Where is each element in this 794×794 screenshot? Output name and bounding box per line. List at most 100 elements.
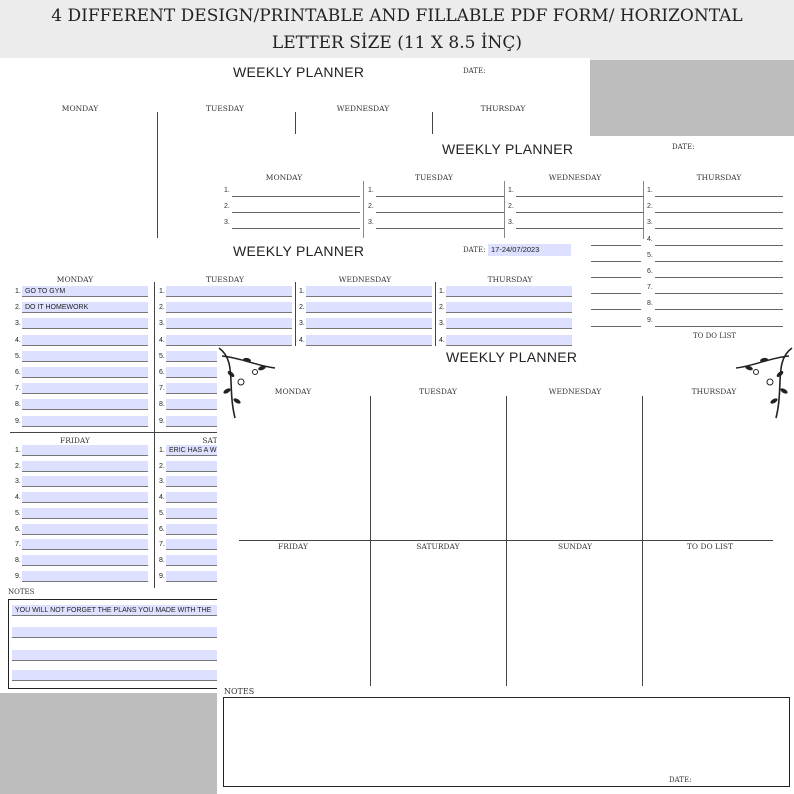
sheet3-entry-field[interactable] [22,492,148,504]
sheet3-entry-field[interactable] [22,523,148,535]
sheet3-entry-field[interactable] [306,302,432,314]
sheet2-row-number: 6. [647,268,653,275]
sheet4-todo-label: TO DO LIST [686,542,734,551]
sheet3-entry-field[interactable] [166,302,292,314]
sheet3-entry-field[interactable] [306,334,432,346]
sheet3-row-number: 9. [15,572,21,580]
sheet4-date-label: DATE: [669,776,692,784]
sheet3-row-number: 1. [15,288,21,295]
sheet3-notes-line[interactable] [12,650,217,661]
sheet2-row-line[interactable] [591,277,641,278]
sheet3-row-number: 6. [159,525,165,533]
sheet1-date-label: DATE: [463,67,486,75]
sheet2-row-line[interactable] [232,212,360,214]
sheet2-row-line[interactable] [591,309,641,311]
sheet3-entry-field[interactable] [22,415,148,427]
sheet3-entry-field[interactable] [446,286,572,297]
sheet2-row-line[interactable] [655,196,783,197]
sheet3-row-number: 9. [159,572,165,580]
sheet2-row-line[interactable] [516,196,644,197]
sheet3-row-number: 3. [439,320,445,328]
sheet3-entry-field[interactable] [22,507,148,519]
sheet3-row-number: 3. [159,320,165,328]
sheet2-row-line[interactable] [376,212,504,214]
sheet3-notes-line[interactable] [12,627,217,638]
sheet3-title: WEEKLY PLANNER [233,243,365,259]
sheet2-row-number: 9. [647,316,653,324]
sheet3-entry-field[interactable] [22,334,148,346]
sheet4-notes-box[interactable] [223,697,790,787]
sheet2-row-number: 4. [647,235,653,243]
sheet2-row-number: 1. [647,187,653,194]
sheet3-entry-field[interactable] [446,318,572,330]
sheet3-entry-field[interactable] [166,492,221,504]
sheet2-row-line[interactable] [655,260,783,262]
sheet3-notes-line[interactable]: YOU WILL NOT FORGET THE PLANS YOU MADE W… [12,605,217,616]
sheet2-row-number: 2. [508,203,514,211]
sheet2-row-line[interactable] [655,212,783,214]
sheet2-divider [363,181,364,239]
sheet3-row-number: 8. [159,556,165,564]
sheet3-row-number: 7. [15,385,21,393]
sheet3-entry-field[interactable]: GO TO GYM [22,286,148,297]
sheet3-entry-field[interactable] [446,334,572,346]
sheet3-day-thursday: THURSDAY [487,275,533,284]
sheet3-entry-field[interactable] [166,334,292,346]
sheet3-entry-field[interactable] [22,318,148,330]
sheet3-entry-field[interactable] [166,286,292,297]
sheet3-entry-field[interactable] [306,286,432,297]
sheet3-entry-field[interactable] [166,570,221,582]
sheet2-row-line[interactable] [655,293,783,295]
sheet2-row-line[interactable] [591,260,641,262]
sheet3-row-number: 3. [15,320,21,328]
sheet2-row-line[interactable] [591,293,641,295]
sheet3-entry-field[interactable] [22,350,148,362]
sheet3-entry-field[interactable] [446,302,572,314]
sheet2-row-line[interactable] [232,196,360,197]
sheet3-row-number: 4. [159,336,165,344]
sheet3-entry-field[interactable] [166,523,221,535]
sheet3-entry-field[interactable] [22,570,148,582]
sheet3-entry-field[interactable] [22,383,148,395]
sheet3-entry-field[interactable] [306,318,432,330]
sheet2-row-line[interactable] [591,244,641,246]
sheet2-row-number: 3. [368,219,374,227]
sheet3-entry-field[interactable]: DO IT HOMEWORK [22,302,148,314]
sheet4-day-sunday: SUNDAY [557,542,593,551]
sheet2-row-number: 1. [508,187,514,194]
sheet3-entry-field[interactable] [22,476,148,488]
sheet3-entry-field[interactable] [166,460,221,472]
sheet3-entry-field[interactable] [166,318,292,330]
sheet2-row-line[interactable] [516,228,644,230]
sheet4-day-tuesday: TUESDAY [418,387,457,396]
sheet3-date-field[interactable]: 17-24/07/2023 [488,244,571,256]
sheet3-entry-field[interactable] [166,476,221,488]
sheet3-entry-field[interactable] [166,507,221,519]
sheet3-entry-field[interactable] [22,554,148,566]
sheet3-notes-line[interactable] [12,670,217,681]
sheet2-row-line[interactable] [655,244,783,246]
sheet3-entry-field[interactable] [22,367,148,378]
sheet3-entry-field[interactable] [22,399,148,411]
sheet2-row-line[interactable] [655,228,783,230]
sheet2-row-number: 3. [224,219,230,227]
sheet2-row-line[interactable] [516,212,644,214]
sheet3-entry-field[interactable] [22,445,148,456]
sheet2-row-line[interactable] [655,325,783,327]
sheet3-row-number: 8. [15,556,21,564]
sheet3-entry-field[interactable] [22,460,148,472]
sheet3-entry-field[interactable] [166,539,221,551]
sheet2-row-line[interactable] [655,309,783,311]
sheet3-day-monday: MONDAY [56,275,94,284]
sheet3-entry-field[interactable]: ERIC HAS A W [166,445,221,456]
sheet3-row-number: 2. [15,304,21,312]
sheet2-row-line[interactable] [655,277,783,278]
sheet3-entry-field[interactable] [166,554,221,566]
sheet2-row-line[interactable] [376,228,504,230]
sheet2-row-line[interactable] [591,325,641,327]
sheet2-row-line[interactable] [376,196,504,197]
sheet3-row-number: 6. [159,369,165,376]
sheet2-row-line[interactable] [232,228,360,230]
sheet3-entry-field[interactable] [22,539,148,551]
sheet3-row-number: 7. [15,541,21,549]
